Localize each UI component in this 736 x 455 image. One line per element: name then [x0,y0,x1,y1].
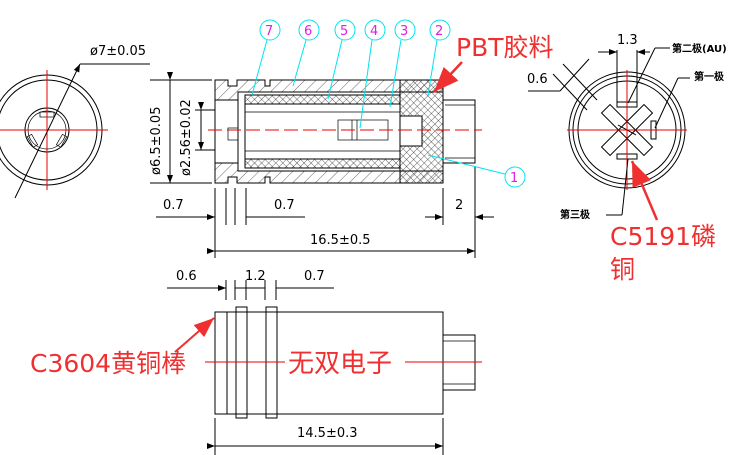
inner-diameter-label: ø2.56±0.02 [179,99,194,176]
dim-width: 1.3 [617,33,638,48]
diameter-label: ø7±0.05 [90,44,146,59]
dim-b: 1.2 [245,269,266,284]
pole-2-label: 第二极(AU) [672,42,727,55]
c5191-label-line2: 铜 [610,255,635,284]
svg-text:5: 5 [340,24,348,39]
balloon-7: 7 [251,19,281,96]
dim-pin: 2 [455,198,463,213]
balloon-1: 1 [427,154,526,188]
dim-left-b: 0.7 [274,198,295,213]
balloon-4: 4 [359,19,386,129]
balloon-2: 2 [427,19,451,96]
svg-text:6: 6 [304,24,312,39]
pbt-material-label: PBT胶料 [456,33,554,62]
pole-1-label: 第一极 [694,70,725,83]
dim-c: 0.7 [304,269,325,284]
c5191-label-line1: C5191磷 [610,222,716,251]
dim-a: 0.6 [176,269,197,284]
right-end-view: 1.3 0.6 第二极(AU) 第一极 第三极 C5191磷 铜 [527,33,727,284]
svg-text:3: 3 [400,24,408,39]
balloon-6: 6 [292,19,320,87]
svg-text:1: 1 [510,171,518,186]
dim-slot: 0.6 [527,72,548,87]
pole-3-label: 第三极 [560,208,591,221]
balloon-5: 5 [327,19,356,100]
outer-diameter-label: ø6.5±0.05 [149,107,164,175]
svg-text:2: 2 [435,24,443,39]
section-view: ø6.5±0.05 ø2.56±0.02 0.7 0.7 2 16.5±0.5 … [149,19,554,258]
dim-left-a: 0.7 [163,198,184,213]
svg-text:7: 7 [265,24,273,39]
overall-length: 14.5±0.3 [297,426,358,441]
c3604-label: C3604黄铜棒 [30,349,186,378]
watermark: 无双电子 [288,349,392,379]
svg-text:4: 4 [370,24,378,39]
overall-length: 16.5±0.5 [310,233,371,248]
balloon-3: 3 [389,19,416,108]
side-view: 0.6 1.2 0.7 14.5±0.3 C3604黄铜棒 无双电子 [30,269,482,455]
left-end-view: ø7±0.05 [0,44,150,199]
